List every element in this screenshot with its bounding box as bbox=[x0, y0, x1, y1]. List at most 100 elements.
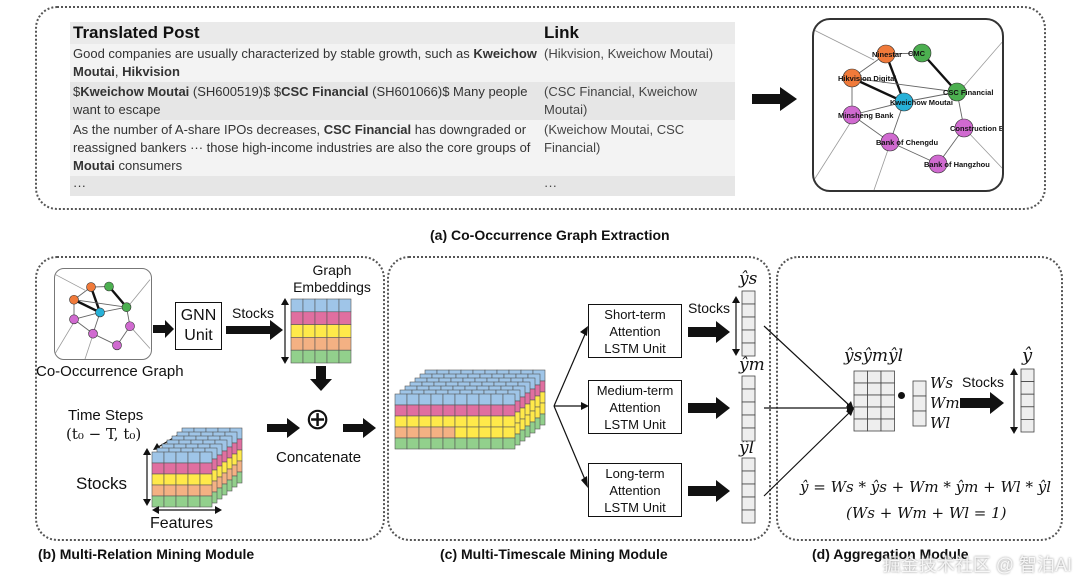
gnn-unit-label: GNN Unit bbox=[180, 307, 217, 344]
graph-embeddings-label: Graph Embeddings bbox=[292, 262, 372, 296]
arrow-concat-to-c bbox=[343, 418, 376, 438]
arrow-graph-to-gnn bbox=[153, 320, 174, 338]
graph-node bbox=[842, 105, 862, 125]
long-term-lstm-label: Long-term Attention LSTM Unit bbox=[604, 465, 666, 515]
long-term-lstm-unit: Long-term Attention LSTM Unit bbox=[588, 463, 682, 517]
graph-embeddings-text: Graph Embeddings bbox=[293, 262, 371, 295]
graph-node bbox=[125, 321, 135, 332]
medium-term-lstm-label: Medium-term Attention LSTM Unit bbox=[596, 382, 674, 432]
arrow-gnn-to-embeddings bbox=[226, 320, 283, 340]
graph-node bbox=[842, 68, 862, 88]
stocks-label-c: Stocks bbox=[688, 300, 731, 316]
post-cell: $Kweichow Moutai (SH600519)$ $CSC Financ… bbox=[70, 82, 541, 120]
graph-node-label: Kweichow Moutai bbox=[890, 98, 953, 107]
graph-node bbox=[894, 92, 914, 112]
output-medium-label: ŷm bbox=[739, 355, 765, 375]
link-cell: (Kweichow Moutai, CSC Financial) bbox=[541, 120, 735, 176]
table-header-post: Translated Post bbox=[70, 22, 541, 44]
graph-node bbox=[912, 43, 932, 63]
post-cell: Good companies are usually characterized… bbox=[70, 44, 541, 82]
stocks-label-d: Stocks bbox=[962, 374, 1005, 390]
arrow-to-graph bbox=[752, 87, 797, 111]
small-graph-svg bbox=[55, 273, 151, 359]
graph-node bbox=[104, 281, 114, 292]
matrix-label: ŷsŷmŷl bbox=[844, 346, 904, 366]
link-cell: (CSC Financial, Kweichow Moutai) bbox=[541, 82, 735, 120]
weight-wm: Wm bbox=[930, 394, 960, 412]
stocks-side-label: Stocks bbox=[76, 474, 128, 493]
graph-node-label: Ninestar bbox=[872, 50, 902, 59]
caption-panel-d: (d) Aggregation Module bbox=[812, 546, 969, 562]
arrow-long-to-output bbox=[688, 480, 730, 502]
graph-node bbox=[880, 132, 900, 152]
graph-node bbox=[928, 154, 948, 174]
graph-node-label: Bank of Chengdu bbox=[876, 138, 938, 147]
output-vector-short bbox=[741, 290, 756, 357]
time-steps-label: Time Steps bbox=[68, 407, 144, 424]
graph-node-label: Minsheng Bank bbox=[838, 111, 894, 120]
gnn-unit-box: GNN Unit bbox=[175, 302, 222, 350]
graph-node-label: CSC Financial bbox=[943, 88, 993, 97]
table-header-link: Link bbox=[541, 22, 735, 44]
weight-vector bbox=[912, 380, 927, 427]
branch-lines bbox=[553, 326, 589, 488]
table-row: $Kweichow Moutai (SH600519)$ $CSC Financ… bbox=[70, 82, 735, 120]
graph-node-label: Hikvision Digital bbox=[838, 74, 896, 83]
embeddings-height-arrow bbox=[281, 298, 289, 364]
features-width-arrow bbox=[152, 506, 222, 514]
medium-term-lstm-unit: Medium-term Attention LSTM Unit bbox=[588, 380, 682, 434]
graph-node bbox=[947, 82, 967, 102]
graph-embeddings-grid bbox=[290, 298, 352, 364]
arrow-medium-to-output bbox=[688, 397, 730, 419]
table-row: ······ bbox=[70, 176, 735, 196]
link-cell: (Hikvision, Kweichow Moutai) bbox=[541, 44, 735, 82]
output-short-label: ŷs bbox=[739, 269, 758, 289]
panel-c-frame bbox=[387, 256, 771, 541]
graph-node bbox=[88, 328, 98, 339]
output-vector-medium bbox=[741, 375, 756, 442]
time-steps-range: (t₀ − T, t₀) bbox=[66, 425, 142, 443]
graph-node bbox=[954, 118, 974, 138]
caption-panel-b: (b) Multi-Relation Mining Module bbox=[38, 546, 255, 562]
graph-node-label: Construction Bank bbox=[950, 124, 1002, 133]
table-row: Good companies are usually characterized… bbox=[70, 44, 735, 82]
stocks-label-b: Stocks bbox=[232, 305, 275, 321]
features-label: Features bbox=[150, 515, 214, 532]
table-row: As the number of A-share IPOs decreases,… bbox=[70, 120, 735, 176]
feature-tensor bbox=[151, 427, 243, 508]
graph-node bbox=[69, 314, 79, 325]
stocks-height-arrow bbox=[143, 448, 151, 506]
graph-node bbox=[876, 44, 896, 64]
post-cell: ··· bbox=[70, 176, 541, 196]
final-output-vector bbox=[1020, 368, 1035, 433]
short-term-lstm-label: Short-term Attention LSTM Unit bbox=[604, 306, 666, 356]
weight-ws: Ws bbox=[930, 374, 954, 392]
co-occurrence-graph-label: Co-Occurrence Graph bbox=[36, 363, 184, 380]
graph-node bbox=[86, 282, 96, 292]
graph-node bbox=[112, 340, 122, 351]
output-vector-long bbox=[741, 457, 756, 524]
final-output-height-arrow bbox=[1010, 368, 1018, 434]
combined-tensor bbox=[394, 369, 546, 450]
arrow-features-to-concat bbox=[267, 418, 300, 438]
weight-wl: Wl bbox=[930, 414, 951, 432]
converging-arrows bbox=[763, 325, 855, 497]
dot-operator bbox=[898, 392, 905, 399]
link-cell: ··· bbox=[541, 176, 735, 196]
panel-a-frame bbox=[35, 6, 1046, 210]
post-cell: As the number of A-share IPOs decreases,… bbox=[70, 120, 541, 176]
output-long-label: ŷl bbox=[739, 438, 755, 458]
graph-node bbox=[69, 294, 79, 305]
stacked-predictions-matrix bbox=[853, 370, 895, 432]
arrow-short-to-output bbox=[688, 321, 730, 343]
output-height-arrow bbox=[732, 296, 740, 356]
arrow-to-final-output bbox=[960, 392, 1004, 414]
weight-constraint: (Ws + Wm + Wl = 1) bbox=[846, 504, 1007, 522]
aggregation-formula: ŷ = Ws * ŷs + Wm * ŷm + Wl * ŷl bbox=[800, 478, 1052, 496]
translated-post-table: Translated Post Link Good companies are … bbox=[70, 22, 735, 196]
short-term-lstm-unit: Short-term Attention LSTM Unit bbox=[588, 304, 682, 358]
final-output-label: ŷ bbox=[1022, 345, 1033, 366]
panel-b-frame bbox=[35, 256, 385, 541]
